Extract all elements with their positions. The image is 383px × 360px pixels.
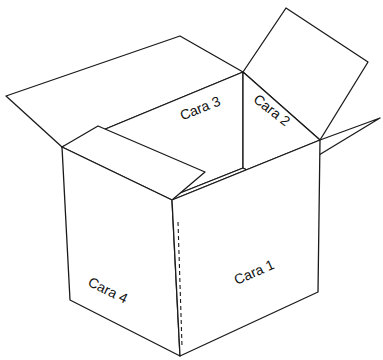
face-label: Cara 3 <box>178 94 222 123</box>
outer-face-4 <box>62 147 180 356</box>
face-label: Cara 2 <box>251 92 293 129</box>
face-label: Cara 4 <box>86 274 130 305</box>
outer-face-1 <box>172 140 320 356</box>
glue-seam <box>178 222 182 346</box>
face-label: Cara 1 <box>232 257 276 287</box>
